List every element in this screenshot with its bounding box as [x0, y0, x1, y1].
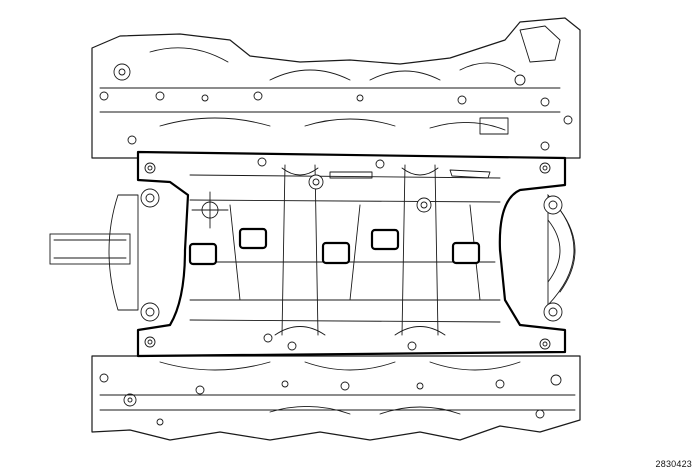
- sealant-pad-5: [451, 241, 481, 265]
- figure-reference-number: 2830423: [655, 459, 692, 469]
- sealant-pads: [188, 227, 481, 266]
- sealant-pad-4: [370, 228, 400, 251]
- sealant-pad-2: [238, 227, 268, 250]
- sealant-pad-3: [321, 241, 351, 265]
- ladder-frame-bedplate: [136, 150, 567, 358]
- lower-block: [91, 355, 581, 441]
- crankshaft-nose: [49, 194, 139, 311]
- upper-cylinder-block: [91, 17, 581, 159]
- sealant-pad-1: [188, 242, 218, 266]
- perimeter-bolts: [140, 157, 563, 351]
